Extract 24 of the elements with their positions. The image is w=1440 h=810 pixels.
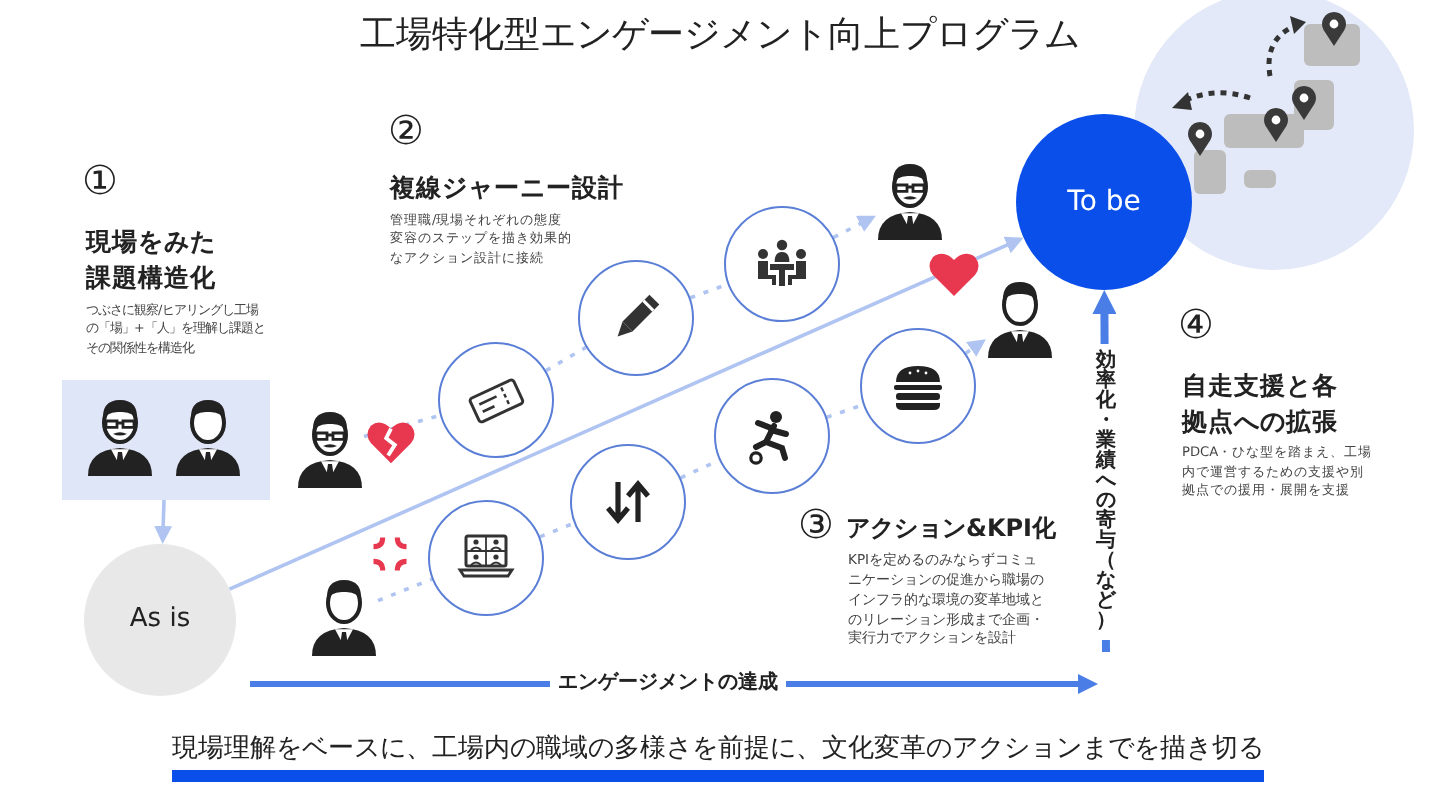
- section-heading: アクション&KPI化: [846, 512, 1057, 546]
- section-heading: 自走支援と各拠点への拡張: [1182, 368, 1340, 441]
- connector-line: [539, 521, 575, 539]
- step-number: ④: [1178, 304, 1214, 344]
- arrow: [228, 236, 1024, 591]
- state-circle: As is: [84, 544, 236, 696]
- arrow: [832, 215, 876, 239]
- axis-label: エンゲージメントの達成: [550, 672, 786, 696]
- connector-line: [826, 403, 864, 419]
- summary-text: 現場理解をベースに、工場内の職域の多様さを前提に、文化変革のアクションまでを描き切る: [172, 732, 1264, 767]
- step-number: ②: [388, 110, 424, 150]
- picture-box: [62, 380, 270, 500]
- section-heading: 複線ジャーニー設計: [390, 170, 624, 206]
- arrow: [964, 339, 986, 357]
- section-heading: 現場をみた課題構造化: [86, 224, 218, 297]
- arrow: [154, 499, 173, 544]
- connector-line: [363, 413, 441, 439]
- connector-line: [377, 577, 433, 603]
- step-number: ①: [82, 160, 118, 200]
- title: 工場特化型エンゲージメント向上プログラム: [360, 14, 1080, 58]
- connector-line: [545, 345, 587, 373]
- edge-label: 効率化・業績への寄与（など）: [1093, 344, 1119, 640]
- step-number: ③: [798, 504, 834, 544]
- state-circle: To be: [1016, 114, 1192, 290]
